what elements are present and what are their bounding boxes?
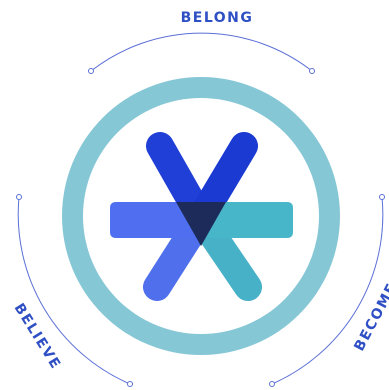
outer-arc-top — [88, 32, 315, 74]
arc-right-bottom-dot — [269, 381, 275, 387]
arc-left-bottom-dot — [127, 381, 133, 387]
arm-horizontal-left — [110, 202, 201, 238]
label-become: BECOME — [351, 280, 389, 354]
outer-arc-right — [269, 194, 385, 387]
label-belong: BELONG — [181, 10, 254, 26]
arm-horizontal-right — [201, 202, 293, 238]
star-cross-logo-icon — [110, 132, 293, 301]
arc-top-left-dot — [88, 68, 94, 74]
arc-right-top-dot — [379, 194, 385, 200]
arc-top-right-dot — [309, 68, 315, 74]
arc-left-top-dot — [16, 194, 22, 200]
label-believe: BELIEVE — [11, 301, 64, 373]
outer-arc-left — [16, 194, 133, 387]
center-overlap — [176, 202, 226, 246]
